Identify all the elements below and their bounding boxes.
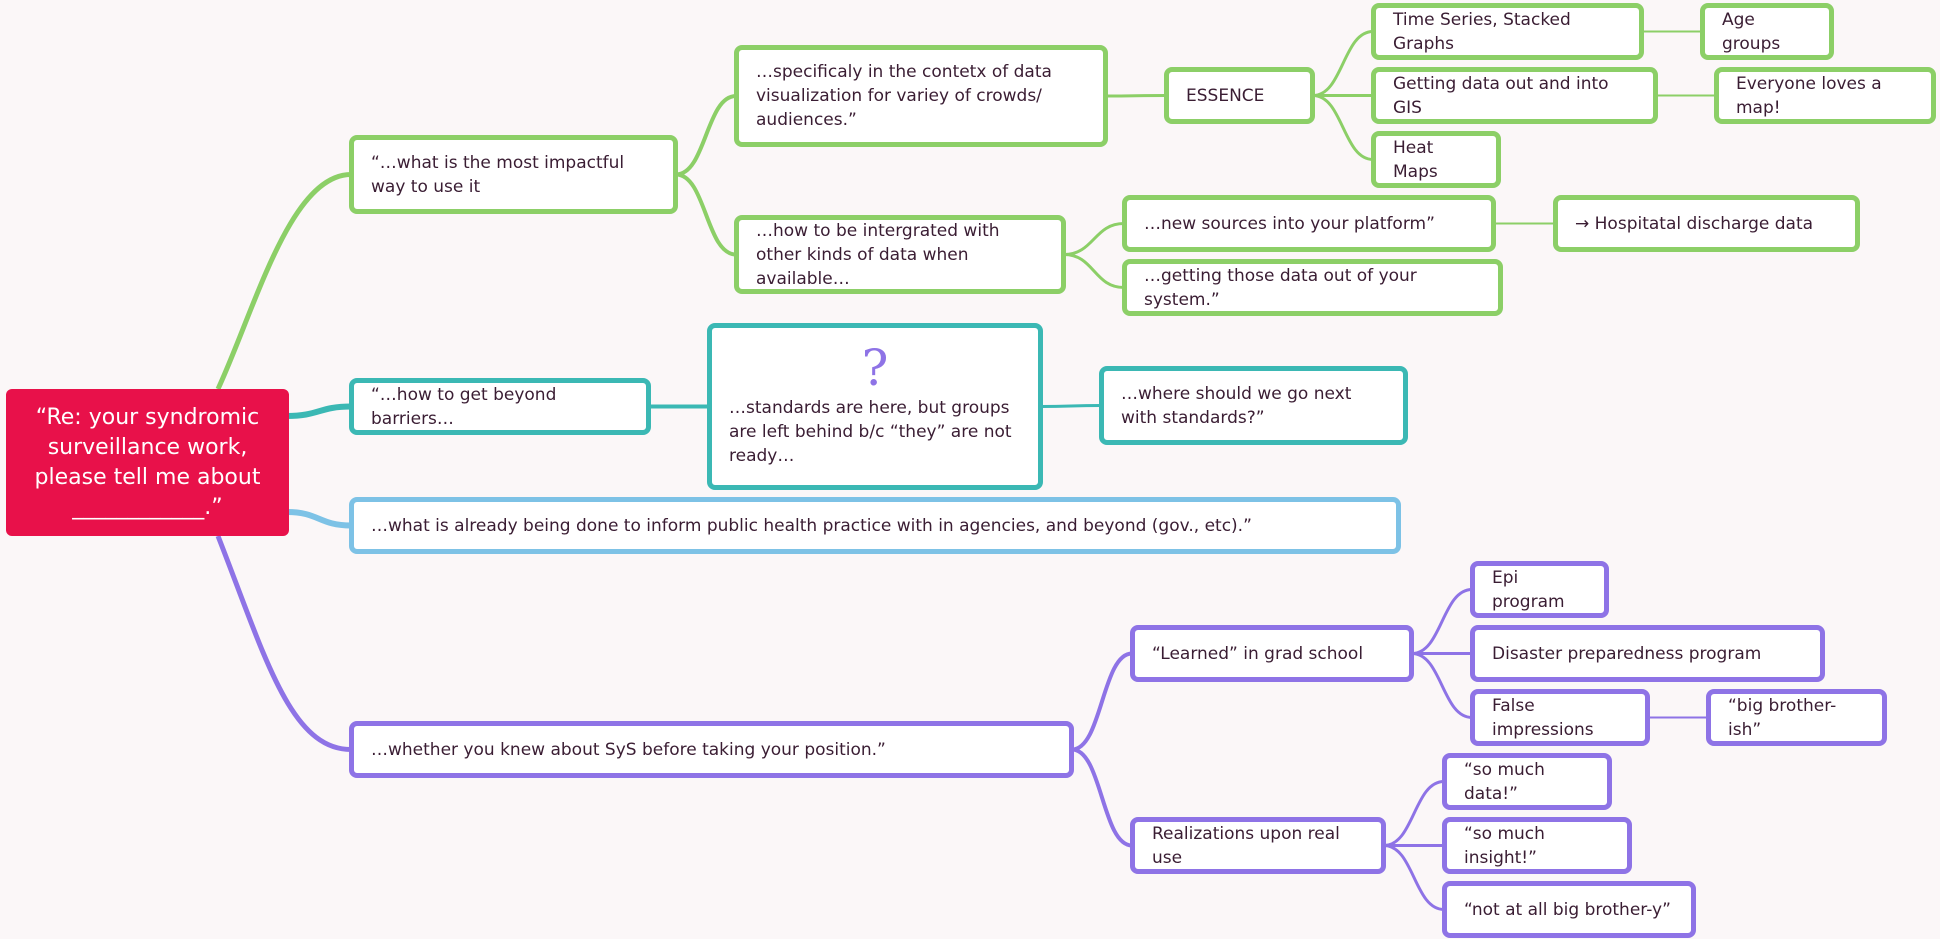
topic-big-brother-ish[interactable]: “big brother-ish” bbox=[1706, 689, 1887, 746]
topic-label: Epi program bbox=[1492, 567, 1565, 612]
topic-label: “…how to get beyond barriers… bbox=[371, 384, 557, 429]
connector-line bbox=[1410, 588, 1474, 655]
topic-label: Everyone loves a map! bbox=[1736, 73, 1882, 118]
topic-label: …where should we go next with standards?… bbox=[1121, 383, 1352, 428]
topic-learned-grad-school[interactable]: “Learned” in grad school bbox=[1130, 625, 1414, 682]
topic-label: …new sources into your platform” bbox=[1144, 213, 1435, 234]
root-connector-teal bbox=[284, 403, 354, 419]
topic-label: “…what is the most impactful way to use … bbox=[371, 152, 625, 197]
connector-line bbox=[1382, 780, 1446, 847]
root-connector-green bbox=[215, 172, 352, 391]
connector-line bbox=[1104, 94, 1168, 98]
connector-line bbox=[674, 94, 738, 177]
topic-so-much-data[interactable]: “so much data!” bbox=[1442, 753, 1612, 810]
connector-line bbox=[1039, 404, 1103, 408]
connector-line bbox=[674, 172, 738, 257]
topic-getting-data-out[interactable]: …getting those data out of your system.” bbox=[1122, 259, 1503, 316]
topic-knew-about-sys[interactable]: …whether you knew about SyS before takin… bbox=[349, 721, 1074, 778]
topic-so-much-insight[interactable]: “so much insight!” bbox=[1442, 817, 1632, 874]
topic-where-next-standards[interactable]: …where should we go next with standards?… bbox=[1099, 366, 1408, 445]
root-connector-purple bbox=[215, 535, 352, 752]
topic-label: “not at all big brother-y” bbox=[1464, 899, 1671, 920]
connector-line bbox=[1410, 652, 1474, 719]
topic-label: …whether you knew about SyS before takin… bbox=[371, 739, 886, 760]
topic-impactful-way[interactable]: “…what is the most impactful way to use … bbox=[349, 135, 678, 214]
topic-label: …specificaly in the contetx of data visu… bbox=[756, 62, 1052, 130]
topic-essence[interactable]: ESSENCE bbox=[1164, 67, 1315, 124]
topic-label: False impressions bbox=[1492, 695, 1594, 740]
topic-epi-program[interactable]: Epi program bbox=[1470, 561, 1609, 618]
topic-false-impressions[interactable]: False impressions bbox=[1470, 689, 1650, 746]
topic-already-being-done[interactable]: …what is already being done to inform pu… bbox=[349, 497, 1401, 554]
topic-label: Age groups bbox=[1722, 9, 1781, 54]
topic-realizations-real-use[interactable]: Realizations upon real use bbox=[1130, 817, 1386, 874]
topic-label: …getting those data out of your system.” bbox=[1144, 265, 1417, 310]
root-topic-label: “Re: your syndromic surveillance work, p… bbox=[34, 404, 261, 520]
topic-label: …standards are here, but groups are left… bbox=[729, 398, 1012, 466]
connector-line bbox=[1062, 253, 1126, 289]
topic-label: Realizations upon real use bbox=[1152, 823, 1340, 868]
topic-hospital-discharge[interactable]: → Hospitatal discharge data bbox=[1553, 195, 1860, 252]
topic-label: Disaster preparedness program bbox=[1492, 643, 1762, 664]
topic-disaster-preparedness[interactable]: Disaster preparedness program bbox=[1470, 625, 1825, 682]
topic-label: ESSENCE bbox=[1186, 85, 1265, 106]
topic-label: “big brother-ish” bbox=[1728, 695, 1837, 740]
connector-line bbox=[1311, 94, 1375, 161]
topic-integrated-data[interactable]: …how to be intergrated with other kinds … bbox=[734, 215, 1066, 294]
connector-line bbox=[1070, 747, 1134, 848]
connector-line bbox=[1062, 222, 1126, 256]
connector-line bbox=[1070, 651, 1134, 752]
topic-label: “so much insight!” bbox=[1464, 823, 1545, 868]
topic-everyone-loves-map[interactable]: Everyone loves a map! bbox=[1714, 67, 1936, 124]
topic-label: …how to be intergrated with other kinds … bbox=[756, 220, 1000, 289]
topic-heat-maps[interactable]: Heat Maps bbox=[1371, 131, 1501, 188]
topic-beyond-barriers[interactable]: “…how to get beyond barriers… bbox=[349, 378, 651, 435]
connector-line bbox=[1382, 844, 1446, 911]
topic-new-sources[interactable]: …new sources into your platform” bbox=[1122, 195, 1496, 252]
topic-time-series[interactable]: Time Series, Stacked Graphs bbox=[1371, 3, 1644, 60]
topic-age-groups[interactable]: Age groups bbox=[1700, 3, 1834, 60]
topic-data-visualization[interactable]: …specificaly in the contetx of data visu… bbox=[734, 45, 1108, 147]
root-topic[interactable]: “Re: your syndromic surveillance work, p… bbox=[6, 389, 289, 536]
topic-label: “Learned” in grad school bbox=[1152, 643, 1364, 664]
topic-label: Heat Maps bbox=[1393, 137, 1438, 182]
topic-gis[interactable]: Getting data out and into GIS bbox=[1371, 67, 1658, 124]
topic-standards[interactable]: ? …standards are here, but groups are le… bbox=[707, 323, 1043, 490]
topic-label: Getting data out and into GIS bbox=[1393, 73, 1609, 118]
root-connector-blue bbox=[284, 509, 354, 529]
topic-label: “so much data!” bbox=[1464, 759, 1545, 804]
topic-label: → Hospitatal discharge data bbox=[1575, 213, 1814, 234]
topic-label: Time Series, Stacked Graphs bbox=[1393, 9, 1571, 54]
topic-label: …what is already being done to inform pu… bbox=[371, 515, 1252, 536]
topic-not-big-brother[interactable]: “not at all big brother-y” bbox=[1442, 881, 1696, 938]
question-mark-icon: ? bbox=[861, 339, 889, 397]
connector-line bbox=[1311, 30, 1375, 97]
